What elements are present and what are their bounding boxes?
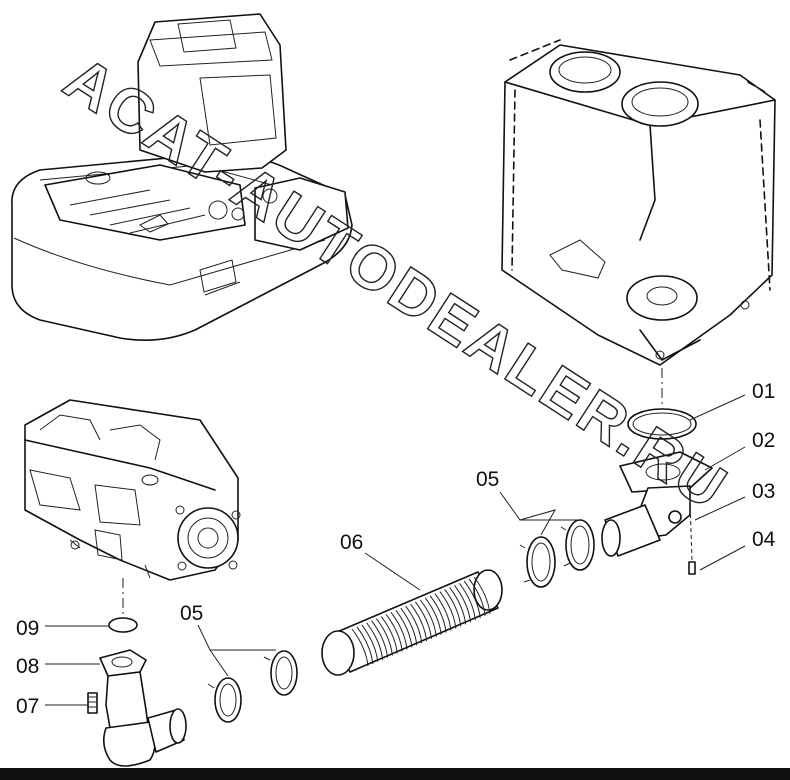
callout-02: 02 — [752, 429, 775, 452]
callout-01: 01 — [752, 380, 775, 403]
part-01-o-ring — [627, 408, 697, 440]
hydraulic-tank — [501, 39, 776, 366]
part-06-corrugated-hose — [321, 569, 503, 676]
part-05-clamps-upper — [519, 519, 595, 588]
callout-05-lower: 05 — [180, 602, 203, 625]
callout-09: 09 — [16, 617, 39, 640]
part-09-o-ring — [108, 617, 138, 633]
part-05-clamps-lower — [207, 650, 298, 723]
hose-ribs — [351, 576, 491, 667]
callout-labels: 01 02 03 04 05 06 05 09 08 07 — [16, 380, 776, 718]
part-08-flange-elbow — [99, 649, 187, 767]
callout-06: 06 — [340, 531, 363, 554]
callout-07: 07 — [16, 695, 39, 718]
part-07-bolt — [87, 692, 98, 714]
callout-05-upper: 05 — [476, 468, 499, 491]
part-02-flange-elbow — [601, 451, 713, 557]
part-04-washer — [688, 561, 696, 575]
callout-04: 04 — [752, 528, 776, 551]
leader-lines — [45, 394, 746, 706]
excavator-overview — [11, 13, 353, 342]
callout-03: 03 — [752, 480, 775, 503]
footer-band — [0, 768, 790, 780]
part-03-bolt-head — [668, 510, 682, 524]
hydraulic-pump — [24, 399, 241, 581]
callout-08: 08 — [16, 655, 39, 678]
